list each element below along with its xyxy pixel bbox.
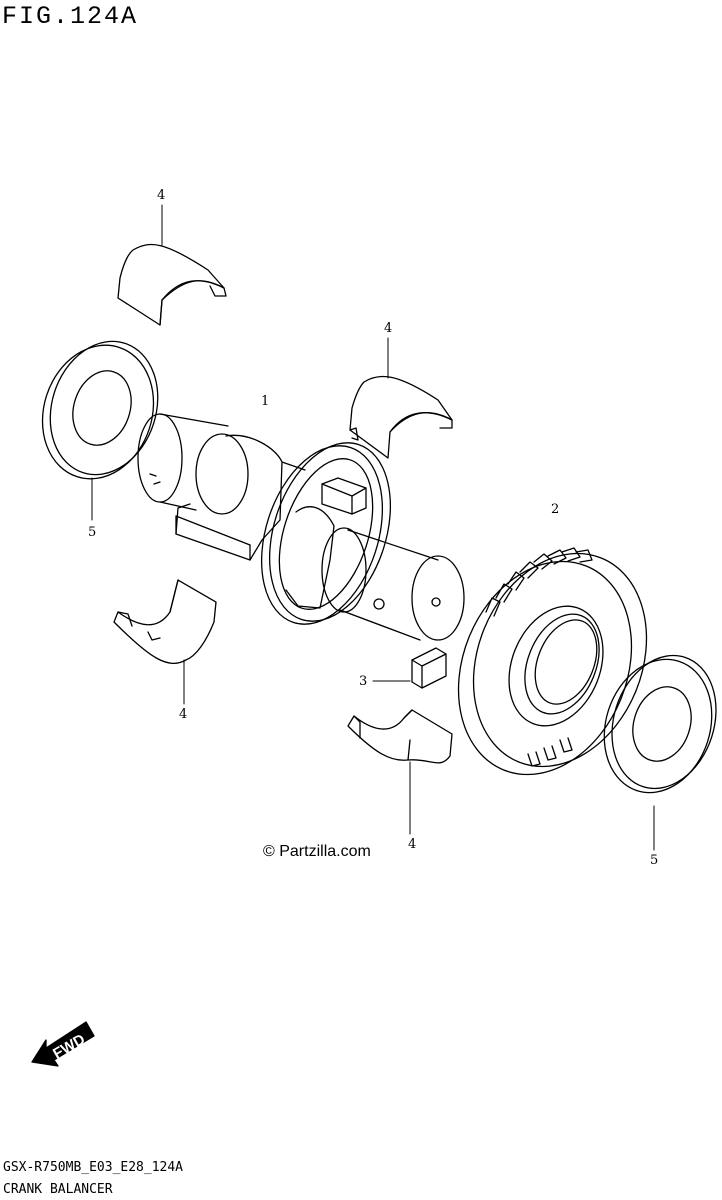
callout-washer-right: 5 (650, 853, 658, 868)
callout-bearing-bottom-right: 4 (408, 837, 416, 852)
crank-balancer-shaft[interactable] (137, 413, 465, 641)
callout-gear: 2 (551, 502, 559, 517)
callout-key: 3 (359, 674, 367, 689)
callout-washer-left: 5 (88, 525, 96, 540)
bearing-shell-top-left[interactable] (117, 243, 227, 326)
callout-bearing-top-left: 4 (157, 188, 165, 203)
callout-bearing-bottom-left: 4 (179, 707, 187, 722)
bearing-shell-bottom-left[interactable] (113, 579, 217, 664)
figure-title: FIG.124A (2, 2, 139, 31)
thrust-washer-left[interactable] (26, 327, 175, 493)
copyright-watermark: © Partzilla.com (263, 843, 371, 860)
bearing-shell-top-right[interactable] (349, 375, 453, 459)
bearing-shell-bottom-right[interactable] (347, 709, 453, 764)
callout-bearing-top-right: 4 (384, 321, 392, 336)
model-code: GSX-R750MB_E03_E28_124A (3, 1160, 184, 1175)
gear-key[interactable] (411, 647, 447, 689)
callout-shaft: 1 (261, 394, 269, 409)
balancer-driven-gear[interactable] (428, 527, 677, 800)
fwd-arrow-icon: FWD (31, 1021, 95, 1067)
thrust-washer-right[interactable] (588, 642, 722, 807)
leader-lines (91, 204, 655, 851)
group-name: CRANK BALANCER (3, 1182, 113, 1197)
